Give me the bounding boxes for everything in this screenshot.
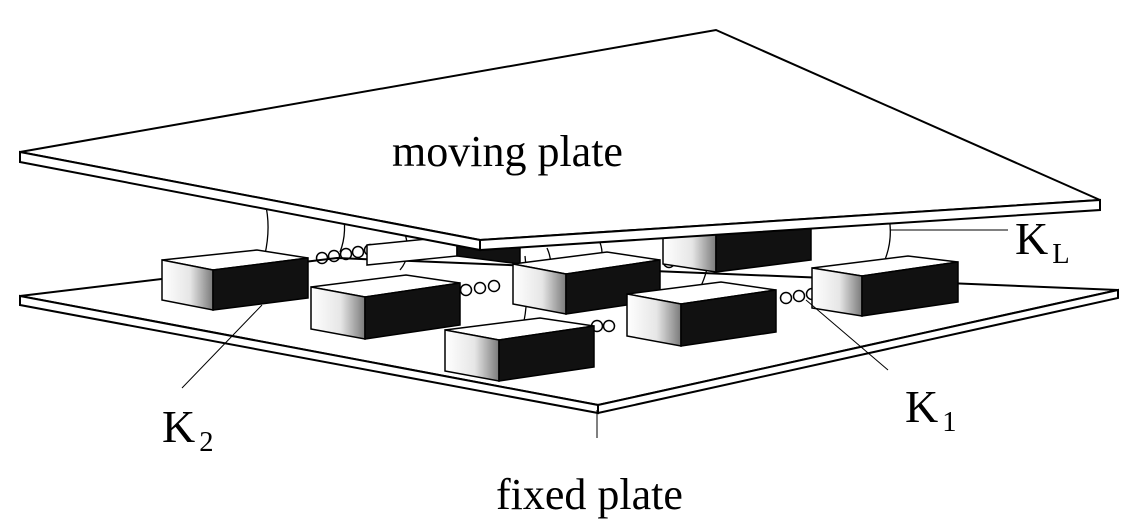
block-pedestal <box>310 274 461 340</box>
block-pedestal <box>811 255 959 317</box>
spring-k1-symbol: K <box>905 381 939 432</box>
block-pedestal <box>626 281 777 347</box>
spring-kl-subscript: L <box>1052 239 1070 271</box>
spring-kl-symbol: K <box>1015 213 1049 264</box>
moving-plate-label: moving plate <box>392 127 623 176</box>
block-pedestal <box>161 249 309 311</box>
block-pedestal <box>444 317 595 382</box>
leader-lines <box>181 229 1008 438</box>
spring-k2-subscript: 2 <box>199 427 214 459</box>
moving-plate <box>19 28 1101 252</box>
fixed-plate-label: fixed plate <box>496 470 683 519</box>
spring-k2-symbol: K <box>162 401 196 452</box>
spring-k1-subscript: 1 <box>942 407 957 439</box>
block-pedestal <box>512 251 661 315</box>
